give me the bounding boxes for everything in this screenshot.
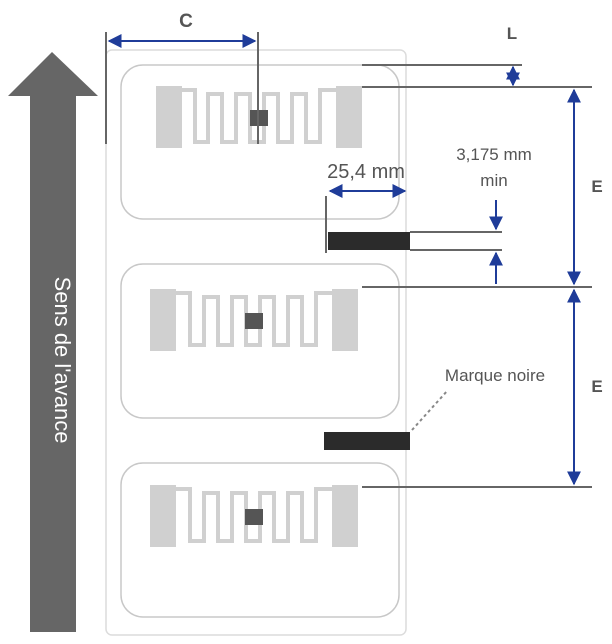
dimension-c: C (105, 11, 259, 144)
feed-arrow-shape (8, 52, 98, 632)
feed-direction-label: Sens de l'avance (50, 277, 75, 444)
label-1 (120, 64, 400, 220)
rfid-chip-3 (245, 509, 263, 525)
dimension-mark-height: 3,175 mm min (456, 145, 532, 284)
black-mark-1 (328, 232, 410, 250)
dimension-e-top-label: E (591, 177, 602, 196)
black-mark-2 (324, 432, 410, 450)
rfid-antenna-2 (150, 289, 358, 351)
dimension-mark-height-value: 3,175 mm (456, 145, 532, 164)
dimension-mark-width-label: 25,4 mm (327, 161, 405, 183)
dimension-e-top: E (567, 88, 603, 286)
label-liner (105, 49, 407, 636)
feed-direction-arrow: Sens de l'avance (8, 52, 98, 632)
dimension-l: L (506, 24, 520, 87)
rfid-antenna-3 (150, 485, 358, 547)
label-3 (120, 462, 400, 618)
dimension-l-label: L (507, 24, 517, 43)
dimension-e-bottom: E (567, 288, 603, 486)
dimension-mark-height-qualifier: min (480, 171, 507, 190)
dimension-c-label: C (179, 11, 193, 32)
dimension-mark-width: 25,4 mm (325, 161, 407, 253)
black-mark-label: Marque noire (445, 366, 545, 385)
black-mark-callout: Marque noire (411, 366, 545, 431)
label-2 (120, 263, 400, 419)
rfid-chip-2 (245, 313, 263, 329)
black-mark-leader (411, 389, 449, 431)
dimension-e-bottom-label: E (591, 377, 602, 396)
